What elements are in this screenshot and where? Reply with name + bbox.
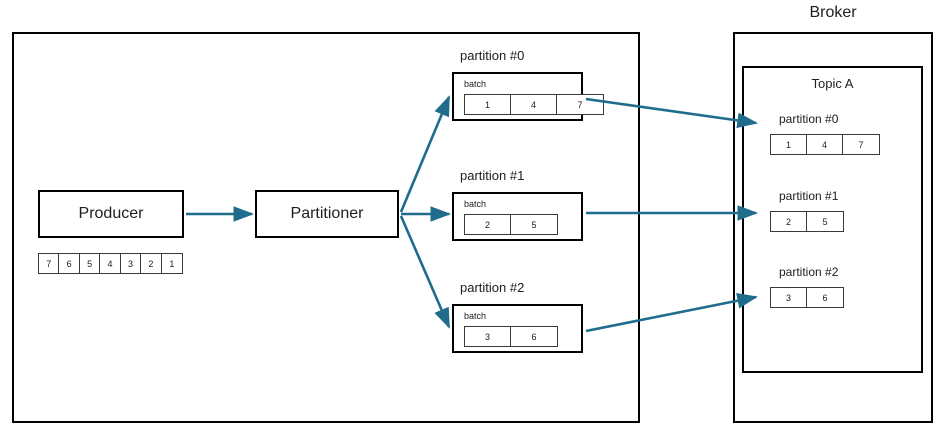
- client-partition-1-batch-box: batch 2 5: [452, 192, 583, 241]
- broker-cell: 2: [771, 212, 807, 231]
- broker-cell: 1: [771, 135, 807, 154]
- batch-record-strip: 3 6: [464, 326, 558, 347]
- queue-cell: 7: [39, 254, 60, 273]
- broker-cell: 6: [822, 292, 828, 303]
- producer-label: Producer: [78, 205, 144, 222]
- broker-cell: 3: [771, 288, 807, 307]
- queue-cell: 3: [121, 254, 142, 273]
- batch-cell: 4: [511, 95, 557, 114]
- topic-a-title: Topic A: [811, 76, 854, 91]
- broker-partition-1-label: partition #1: [779, 189, 839, 203]
- broker-cell: 5: [822, 216, 828, 227]
- producer-box: Producer: [38, 190, 184, 238]
- producer-client-container: [12, 32, 640, 423]
- client-partition-0-label: partition #0: [460, 48, 525, 63]
- batch-label: batch: [464, 79, 487, 89]
- batch-label: batch: [464, 311, 487, 321]
- broker-partition-2-records: 3 6: [770, 287, 844, 308]
- queue-cell: 4: [100, 254, 121, 273]
- batch-label: batch: [464, 199, 487, 209]
- batch-cell: 2: [465, 215, 511, 234]
- batch-cell: 5: [531, 219, 537, 230]
- broker-partition-1-records: 2 5: [770, 211, 844, 232]
- queue-cell: 2: [141, 254, 162, 273]
- batch-cell: 6: [531, 331, 537, 342]
- batch-cell: 1: [465, 95, 511, 114]
- broker-partition-0-label: partition #0: [779, 112, 839, 126]
- queue-cell: 1: [169, 258, 175, 269]
- client-partition-0-batch-box: batch 1 4 7: [452, 72, 604, 121]
- broker-container: [733, 32, 933, 423]
- queue-cell: 5: [80, 254, 101, 273]
- batch-cell: 7: [577, 99, 583, 110]
- broker-partition-2-label: partition #2: [779, 265, 839, 279]
- partitioner-box: Partitioner: [255, 190, 399, 238]
- partitioner-label: Partitioner: [290, 205, 364, 222]
- queue-cell: 6: [59, 254, 80, 273]
- broker-cell: 4: [807, 135, 843, 154]
- batch-record-strip: 2 5: [464, 214, 558, 235]
- broker-title: Broker: [809, 4, 857, 21]
- client-partition-2-label: partition #2: [460, 280, 525, 295]
- producer-record-queue: 7 6 5 4 3 2 1: [38, 253, 183, 274]
- broker-partition-0-records: 1 4 7: [770, 134, 880, 155]
- broker-cell: 7: [858, 139, 864, 150]
- client-partition-1-label: partition #1: [460, 168, 525, 183]
- batch-cell: 3: [465, 327, 511, 346]
- client-partition-2-batch-box: batch 3 6: [452, 304, 583, 353]
- batch-record-strip: 1 4 7: [464, 94, 604, 115]
